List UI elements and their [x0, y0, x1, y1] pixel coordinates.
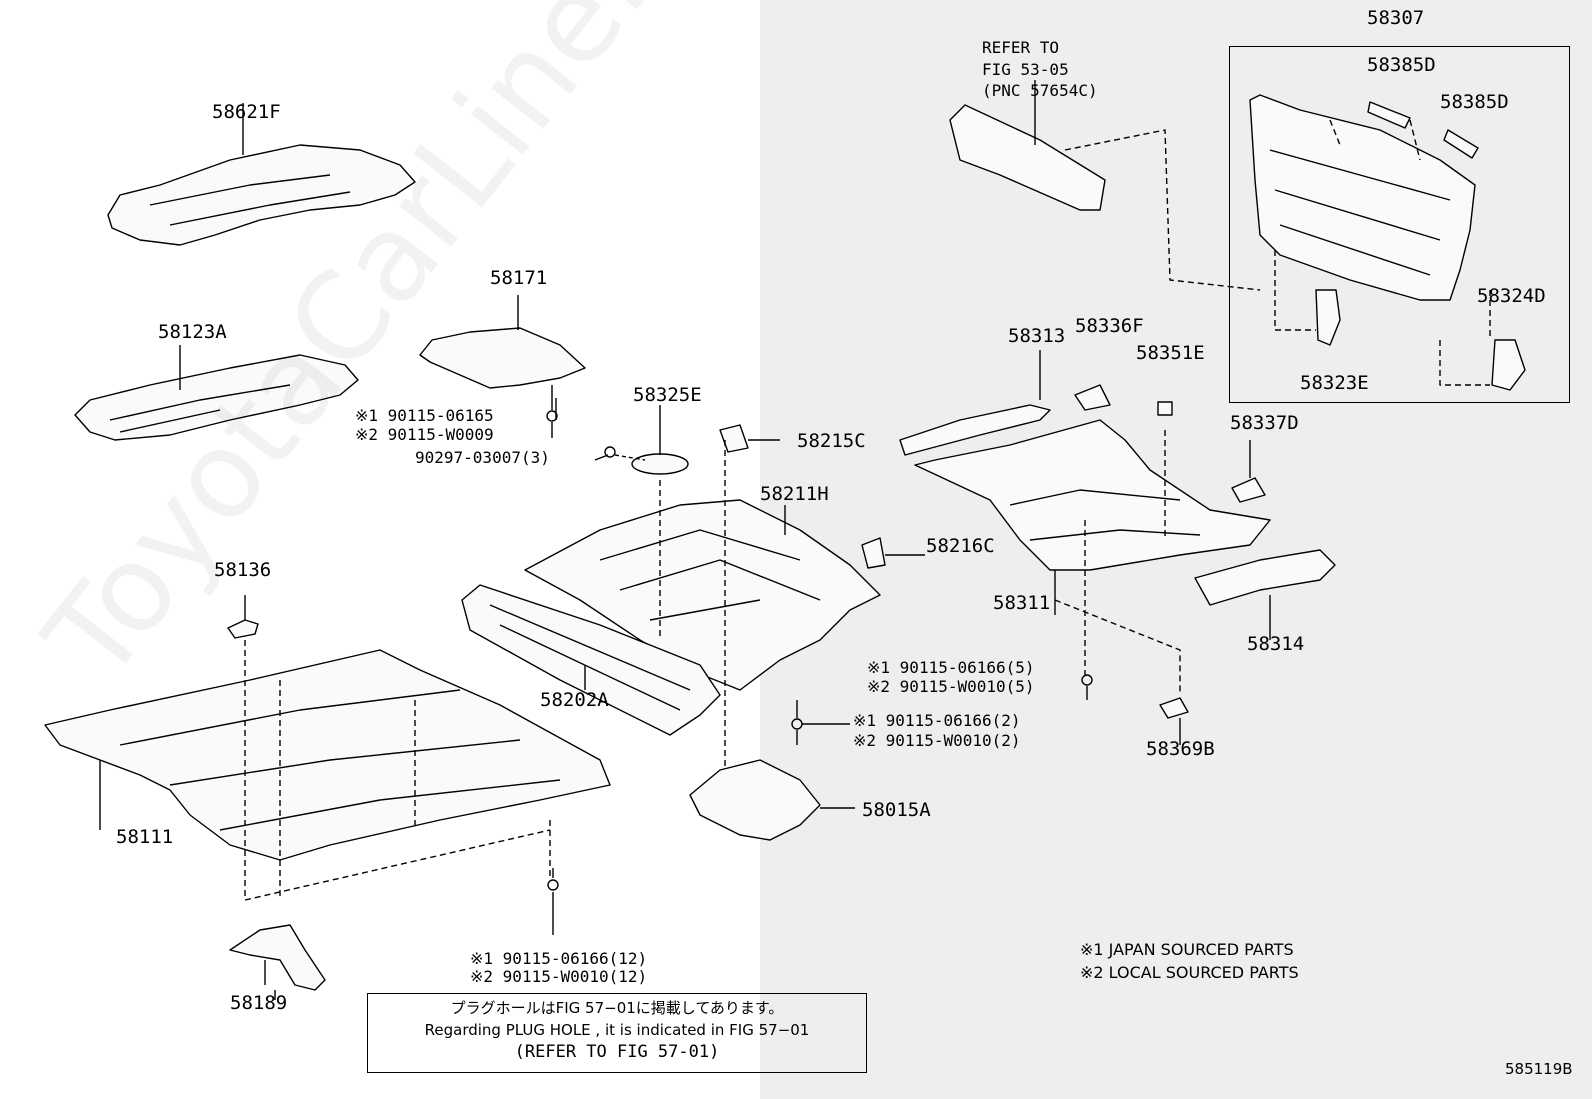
legend-local: ※2 LOCAL SOURCED PARTS [1080, 963, 1299, 982]
label-58385D-2[interactable]: 58385D [1440, 91, 1509, 113]
part-58171-shape [419, 327, 586, 389]
part-58189-shape [229, 924, 326, 991]
label-58189[interactable]: 58189 [230, 992, 288, 1014]
part-58111-shape [44, 649, 611, 861]
label-58171[interactable]: 58171 [490, 267, 548, 289]
label-58325E[interactable]: 58325E [633, 384, 702, 406]
part-58369B-shape [1159, 697, 1189, 719]
label-58136[interactable]: 58136 [214, 559, 272, 581]
part-58311-shape [914, 419, 1271, 571]
part-58307-group-frame [1229, 46, 1570, 403]
label-58015A[interactable]: 58015A [862, 799, 931, 821]
label-fastener-3b[interactable]: ※2 90115-W0010(5) [867, 677, 1035, 696]
label-fastener-4a[interactable]: ※1 90115-06166(2) [853, 711, 1021, 730]
label-58369B[interactable]: 58369B [1146, 738, 1215, 760]
label-58202A[interactable]: 58202A [540, 689, 609, 711]
legend: ※1 JAPAN SOURCED PARTS ※2 LOCAL SOURCED … [1080, 938, 1299, 984]
part-58337D-shape [1231, 477, 1266, 503]
part-58323E-shape [1315, 289, 1341, 346]
label-58621F[interactable]: 58621F [212, 101, 281, 123]
label-fastener-4b[interactable]: ※2 90115-W0010(2) [853, 731, 1021, 750]
label-58337D[interactable]: 58337D [1230, 412, 1299, 434]
legend-japan: ※1 JAPAN SOURCED PARTS [1080, 940, 1294, 959]
label-58324D[interactable]: 58324D [1477, 285, 1546, 307]
label-fastener-1b[interactable]: ※2 90115-W0009 [355, 425, 494, 444]
part-58313-shape [899, 404, 1051, 456]
plug-hole-note: プラグホールはFIG 57−01に掲載してあります。 Regarding PLU… [367, 993, 867, 1073]
part-58325E-shape [631, 453, 689, 475]
label-58351E[interactable]: 58351E [1136, 342, 1205, 364]
refer-line-2: FIG 53-05 [982, 60, 1069, 79]
label-58211H[interactable]: 58211H [760, 483, 829, 505]
part-58336F-shape [1074, 384, 1111, 411]
part-58136-shape [227, 619, 259, 639]
label-58336F[interactable]: 58336F [1075, 315, 1144, 337]
label-58311[interactable]: 58311 [993, 592, 1051, 614]
part-58216C-shape [861, 537, 886, 569]
part-refer-57654C-shape [949, 104, 1106, 211]
label-fastener-5a[interactable]: ※1 90115-06166(12) [470, 949, 648, 968]
note-japanese: プラグホールはFIG 57−01に掲載してあります。 [450, 999, 784, 1017]
part-58621F-shape [107, 144, 416, 246]
label-fastener-3a[interactable]: ※1 90115-06166(5) [867, 658, 1035, 677]
label-58307[interactable]: 58307 [1367, 7, 1425, 29]
label-fastener-5b[interactable]: ※2 90115-W0010(12) [470, 967, 648, 986]
figure-code: 585119B [1505, 1060, 1573, 1078]
part-58015A-shape [689, 759, 821, 841]
label-58216C[interactable]: 58216C [926, 535, 995, 557]
label-58111[interactable]: 58111 [116, 826, 174, 848]
note-refer[interactable]: (REFER TO FIG 57-01) [514, 1042, 720, 1062]
part-58324D-shape [1491, 339, 1526, 391]
note-english: Regarding PLUG HOLE , it is indicated in… [424, 1021, 810, 1039]
label-58215C[interactable]: 58215C [797, 430, 866, 452]
part-58307-shape [1249, 94, 1476, 301]
part-58202A-shape [461, 584, 721, 736]
label-58123A[interactable]: 58123A [158, 321, 227, 343]
label-58314[interactable]: 58314 [1247, 633, 1305, 655]
part-58314-shape [1194, 549, 1336, 606]
label-58313[interactable]: 58313 [1008, 325, 1066, 347]
label-58385D-1[interactable]: 58385D [1367, 54, 1436, 76]
label-fastener-2[interactable]: 90297-03007(3) [415, 448, 550, 467]
label-58323E[interactable]: 58323E [1300, 372, 1369, 394]
refer-line-1: REFER TO [982, 38, 1060, 57]
label-fastener-1a[interactable]: ※1 90115-06165 [355, 406, 494, 425]
refer-line-3: (PNC 57654C) [982, 81, 1098, 100]
part-58215C-shape [719, 424, 749, 453]
